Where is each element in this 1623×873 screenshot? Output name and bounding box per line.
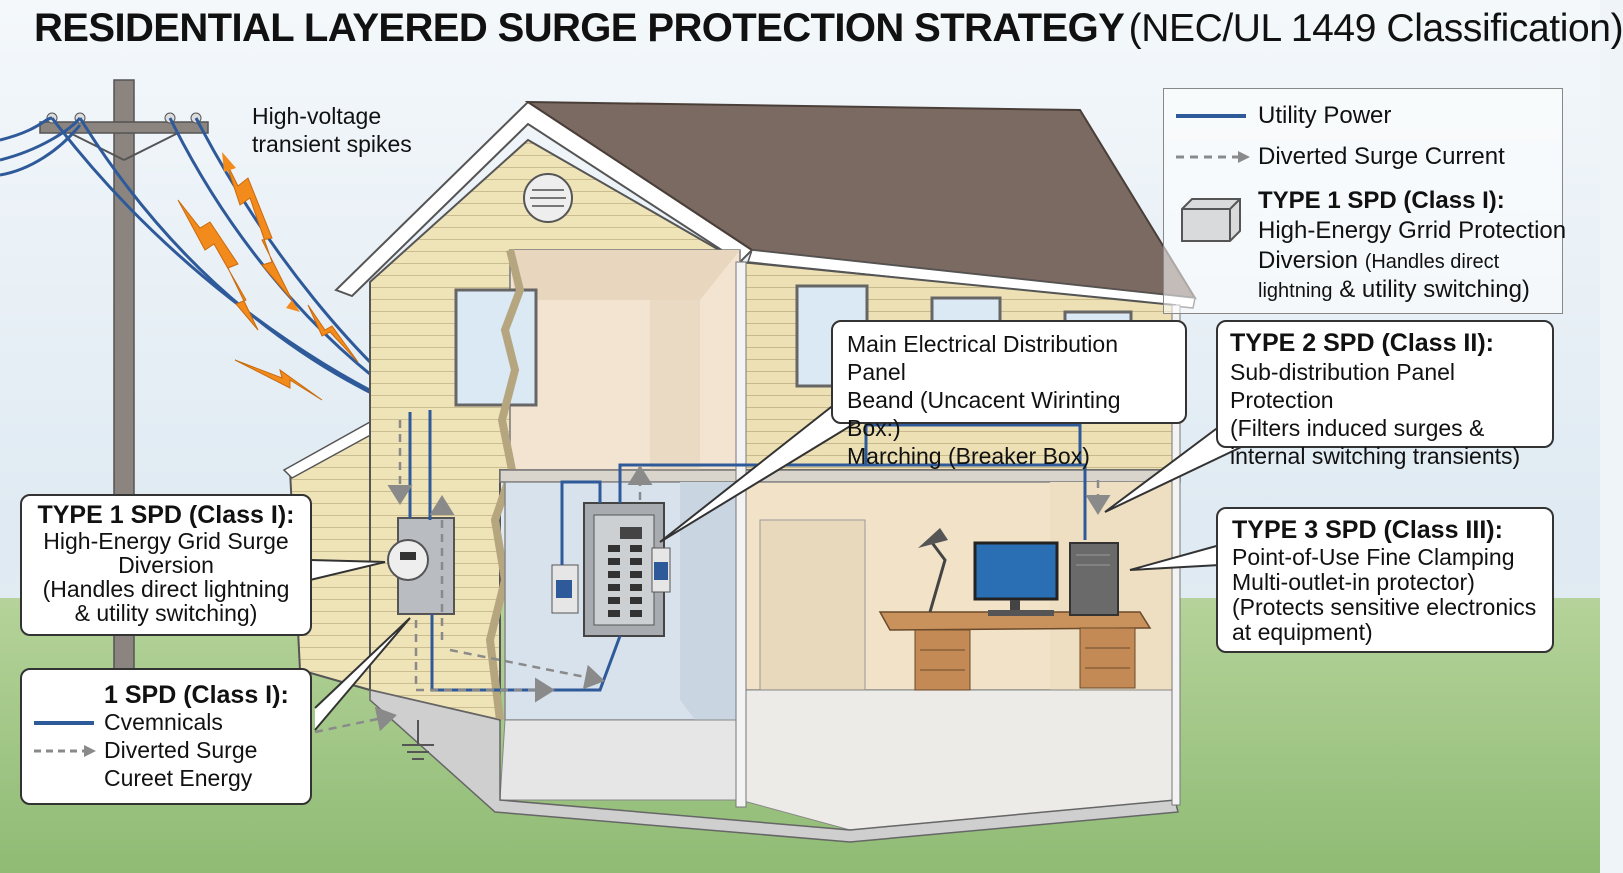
diverted-line-swatch: [1176, 151, 1250, 163]
main-panel-line1: Main Electrical Distribution Panel: [847, 331, 1118, 385]
type3-line4: at equipment): [1232, 619, 1373, 645]
mini-utility-swatch: [34, 721, 94, 725]
callout-type2: TYPE 2 SPD (Class II): Sub-distribution …: [1216, 320, 1554, 469]
legend-type1-line2b: (Handles direct: [1364, 251, 1500, 273]
type2-line2: (Filters induced surges &: [1230, 415, 1485, 441]
type3-line2: Multi-outlet-in protector): [1232, 569, 1475, 595]
type3-heading: TYPE 3 SPD (Class III):: [1232, 516, 1503, 544]
spike-label-line1: High-voltage: [252, 103, 382, 129]
type1-left-heading: TYPE 1 SPD (Class I):: [37, 501, 295, 529]
type2-line3: internal switching transients): [1230, 443, 1521, 469]
title-light: (NEC/UL 1449 Classification): [1128, 7, 1623, 50]
diverted-surge-paths: [314, 420, 1111, 734]
callout-type3: TYPE 3 SPD (Class III): Point-of-Use Fin…: [1216, 507, 1554, 653]
callout-main-panel: Main Electrical Distribution Panel Beand…: [831, 320, 1187, 469]
spike-label-line2: transient spikes: [252, 131, 412, 157]
type1-left-line1: High-Energy Grid Surge: [43, 528, 289, 554]
title-bold: RESIDENTIAL LAYERED SURGE PROTECTION STR…: [34, 6, 1125, 50]
legend-type1-line3: lightning & utility switching): [1258, 276, 1530, 304]
legend-type1-heading: TYPE 1 SPD (Class I):: [1258, 187, 1505, 214]
mini-legend-line3: Cureet Energy: [104, 765, 253, 791]
legend-diverted: Diverted Surge Current: [1258, 143, 1505, 170]
page-title: RESIDENTIAL LAYERED SURGE PROTECTION STR…: [34, 6, 1623, 51]
meter-box: [387, 517, 455, 615]
mini-legend-heading: 1 SPD (Class I):: [104, 681, 289, 709]
legend-type1-line1: High-Energy Grrid Protection: [1258, 217, 1567, 244]
mini-diverted-swatch: [34, 745, 96, 757]
spike-label: High-voltage transient spikes: [252, 102, 412, 158]
type3-line1: Point-of-Use Fine Clamping: [1232, 544, 1515, 570]
type1-left-line3: (Handles direct lightning: [42, 576, 290, 602]
legend-type1-line3b: & utility switching): [1339, 276, 1530, 303]
legend: Utility Power Diverted Surge Current TYP…: [1163, 88, 1567, 314]
utility-line-swatch: [1176, 114, 1246, 118]
legend-type1-line2a: Diversion: [1258, 247, 1359, 274]
spd-device-icon: [1181, 198, 1241, 242]
legend-utility-power: Utility Power: [1258, 102, 1392, 129]
type3-line3: (Protects sensitive electronics: [1232, 594, 1537, 620]
callout-mini-legend: 1 SPD (Class I): Cvemnicals Diverted Sur…: [20, 668, 312, 805]
mini-legend-line2: Diverted Surge: [104, 737, 258, 763]
legend-type1-line3a: lightning: [1258, 280, 1333, 302]
ground-symbol: [402, 720, 434, 760]
main-panel-line2: Beand (Uncacent Wirinting Box:): [847, 387, 1121, 441]
main-panel-line3: Marching (Breaker Box): [847, 443, 1090, 469]
type1-left-line4: & utility switching): [74, 600, 258, 626]
type1-left-line2: Diversion: [118, 552, 214, 578]
breaker-panel: [551, 502, 671, 637]
callout-type1-left: TYPE 1 SPD (Class I): High-Energy Grid S…: [20, 494, 312, 636]
legend-type1-line2: Diversion (Handles direct: [1258, 247, 1499, 275]
type2-heading: TYPE 2 SPD (Class II):: [1230, 329, 1494, 357]
mini-legend-line1: Cvemnicals: [104, 709, 223, 735]
type2-line1: Sub-distribution Panel Protection: [1230, 359, 1456, 413]
spike-arrowheads: [222, 152, 300, 312]
house: [282, 100, 1197, 843]
office-desk: [878, 528, 1152, 691]
